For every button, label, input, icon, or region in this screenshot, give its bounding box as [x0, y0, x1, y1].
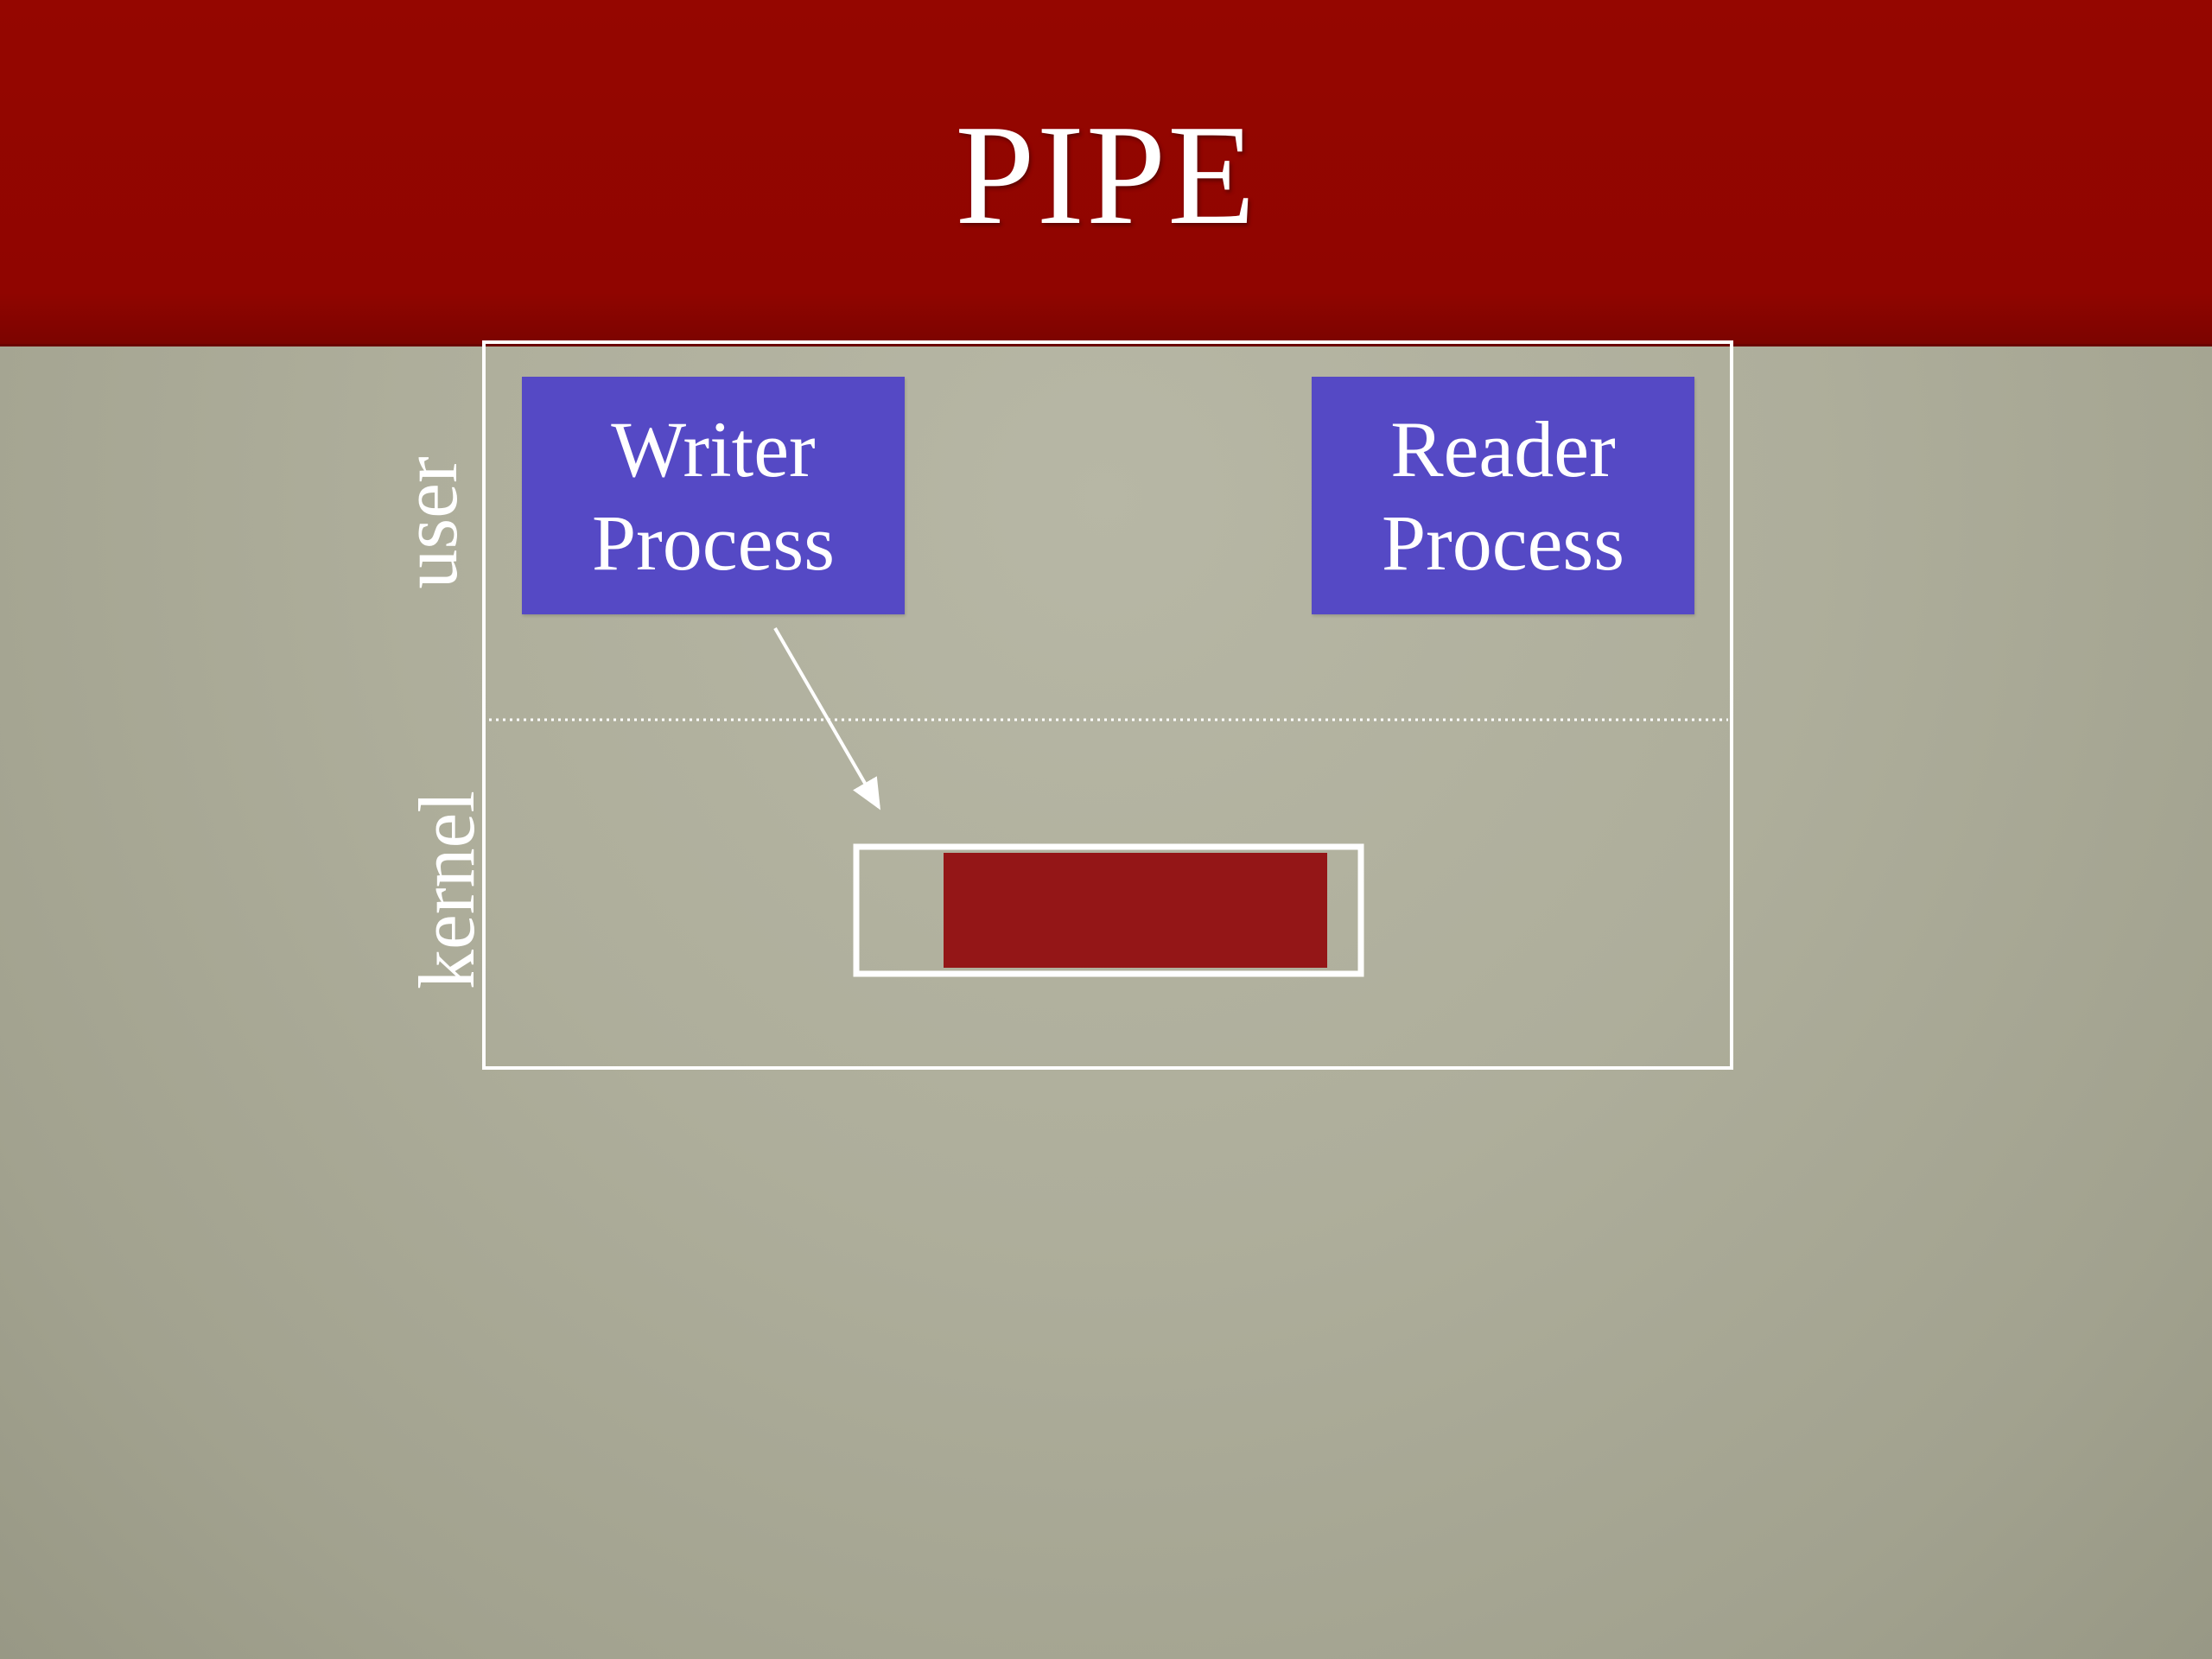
write-arrow — [773, 626, 881, 810]
pipe-buffer-outline — [853, 843, 1364, 977]
pipe-buffer-data — [944, 853, 1327, 968]
slide-title: PIPE — [955, 95, 1257, 254]
writer-process-box: Writer Process — [522, 377, 905, 614]
writer-line-2: Process — [591, 498, 836, 587]
title-bar: PIPE — [0, 0, 2212, 346]
system-frame — [482, 340, 1733, 1070]
reader-line-2: Process — [1381, 498, 1625, 587]
reader-process-box: Reader Process — [1312, 377, 1694, 614]
reader-line-1: Reader — [1390, 404, 1616, 493]
user-space-label: user — [385, 456, 474, 589]
writer-line-1: Writer — [611, 404, 816, 493]
kernel-space-label: kernel — [403, 791, 491, 989]
